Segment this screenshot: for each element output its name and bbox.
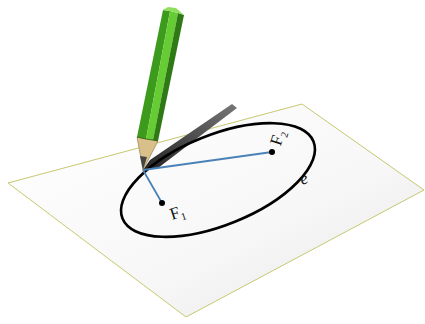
focus-point — [269, 149, 275, 155]
paper-sheet — [8, 104, 424, 317]
focus-point — [159, 200, 165, 206]
string-line — [143, 152, 272, 170]
pencil — [137, 7, 184, 170]
string-line — [143, 170, 162, 203]
ellipse-curve — [106, 100, 331, 261]
